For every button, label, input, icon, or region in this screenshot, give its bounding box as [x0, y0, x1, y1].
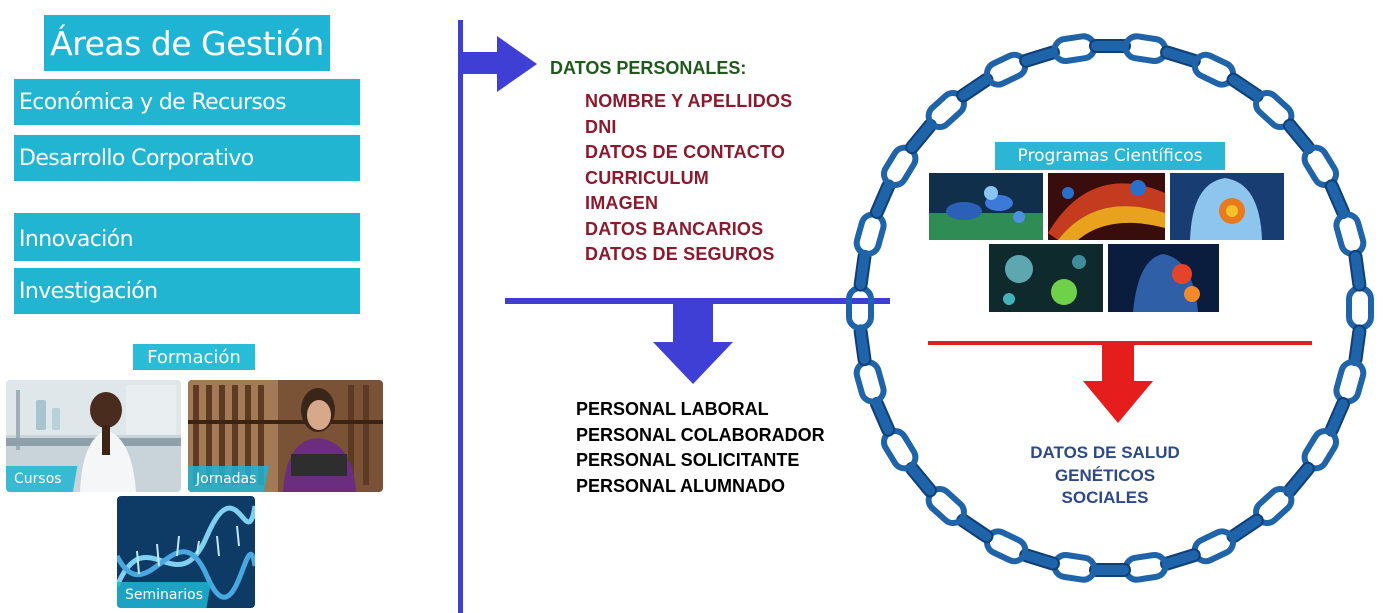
chain-link — [905, 118, 937, 155]
chain-link — [956, 72, 994, 103]
chain-link — [1348, 249, 1367, 292]
chain-link — [1122, 33, 1169, 65]
chain-link — [846, 285, 874, 331]
science-image-molecules — [929, 173, 1043, 240]
chain-link — [1226, 513, 1264, 544]
datos-item: NOMBRE Y APELLIDOS — [585, 91, 793, 111]
vertical-divider-line — [458, 20, 463, 613]
area-button-innovacion[interactable]: Innovación — [14, 213, 360, 261]
chain-link — [1051, 551, 1098, 583]
datos-item: DATOS BANCARIOS — [585, 218, 764, 239]
lab-photo-image — [6, 380, 181, 492]
right-arrow-icon — [462, 36, 537, 92]
flow-lines — [458, 20, 890, 613]
personal-item: PERSONAL SOLICITANTE — [576, 450, 800, 470]
personal-item: PERSONAL LABORAL — [576, 399, 769, 419]
chain-link — [1160, 45, 1201, 68]
red-flow — [928, 341, 1312, 423]
cursos-card[interactable]: Cursos — [6, 380, 181, 492]
personal-list: PERSONAL LABORAL PERSONAL COLABORADOR PE… — [576, 397, 866, 499]
salud-line: DATOS DE SALUD — [1030, 443, 1180, 462]
personal-item: PERSONAL ALUMNADO — [576, 475, 786, 496]
datos-item: DATOS DE SEGUROS — [585, 244, 775, 264]
chain-link — [1226, 72, 1264, 103]
chain-link — [1051, 33, 1098, 65]
chain-link — [853, 324, 872, 367]
chain-link — [956, 513, 994, 544]
chain-link — [1346, 285, 1374, 331]
red-down-arrow-icon — [1083, 345, 1153, 423]
programas-cientificos-title: Programas Científicos — [995, 142, 1225, 170]
formacion-title: Formación — [133, 344, 255, 370]
chain-link — [1283, 118, 1315, 155]
science-image-cells — [1048, 173, 1165, 240]
chain-link — [1089, 39, 1131, 53]
datos-item: CURRICULUM — [585, 167, 709, 188]
area-button-desarrollo[interactable]: Desarrollo Corporativo — [14, 135, 360, 181]
chain-link — [1019, 548, 1060, 571]
seminarios-label: Seminarios — [117, 582, 237, 608]
salud-line: GENÉTICOS — [1054, 465, 1156, 485]
areas-title: Áreas de Gestión — [44, 15, 330, 71]
datos-item: IMAGEN — [585, 193, 659, 213]
chain-link — [1019, 45, 1060, 68]
area-button-investigacion[interactable]: Investigación — [14, 268, 360, 314]
datos-item: DATOS DE CONTACTO — [585, 142, 786, 162]
down-arrow-icon — [653, 300, 733, 384]
datos-personales-title: DATOS PERSONALES: — [550, 58, 747, 78]
chain-link — [905, 461, 937, 498]
salud-line: SOCIALES — [1061, 488, 1149, 507]
chain-link — [1333, 211, 1367, 257]
datos-personales-list: NOMBRE Y APELLIDOS DNI DATOS DE CONTACTO… — [585, 89, 792, 268]
personal-item: PERSONAL COLABORADOR — [576, 424, 825, 445]
science-image-anatomy — [1170, 173, 1284, 240]
seminarios-card[interactable]: Seminarios — [117, 496, 255, 608]
jornadas-card[interactable]: Jornadas — [188, 380, 383, 492]
chain-link — [1122, 551, 1169, 583]
datos-salud-text: DATOS DE SALUD GENÉTICOS SOCIALES — [1000, 442, 1210, 510]
chain-link — [1089, 563, 1131, 577]
science-image-body — [1108, 244, 1219, 312]
red-connector-line — [928, 341, 1312, 345]
cursos-label: Cursos — [6, 466, 96, 492]
jornadas-label: Jornadas — [188, 466, 291, 492]
chain-link — [1160, 548, 1201, 571]
datos-item: DNI — [585, 116, 617, 137]
science-image-virus — [989, 244, 1103, 312]
chain-link — [853, 211, 887, 257]
chain-link — [1283, 461, 1315, 498]
chain-link — [853, 359, 887, 405]
chain-link — [1333, 359, 1367, 405]
area-button-economica[interactable]: Económica y de Recursos — [14, 79, 360, 125]
chain-circle-icon — [846, 33, 1374, 583]
